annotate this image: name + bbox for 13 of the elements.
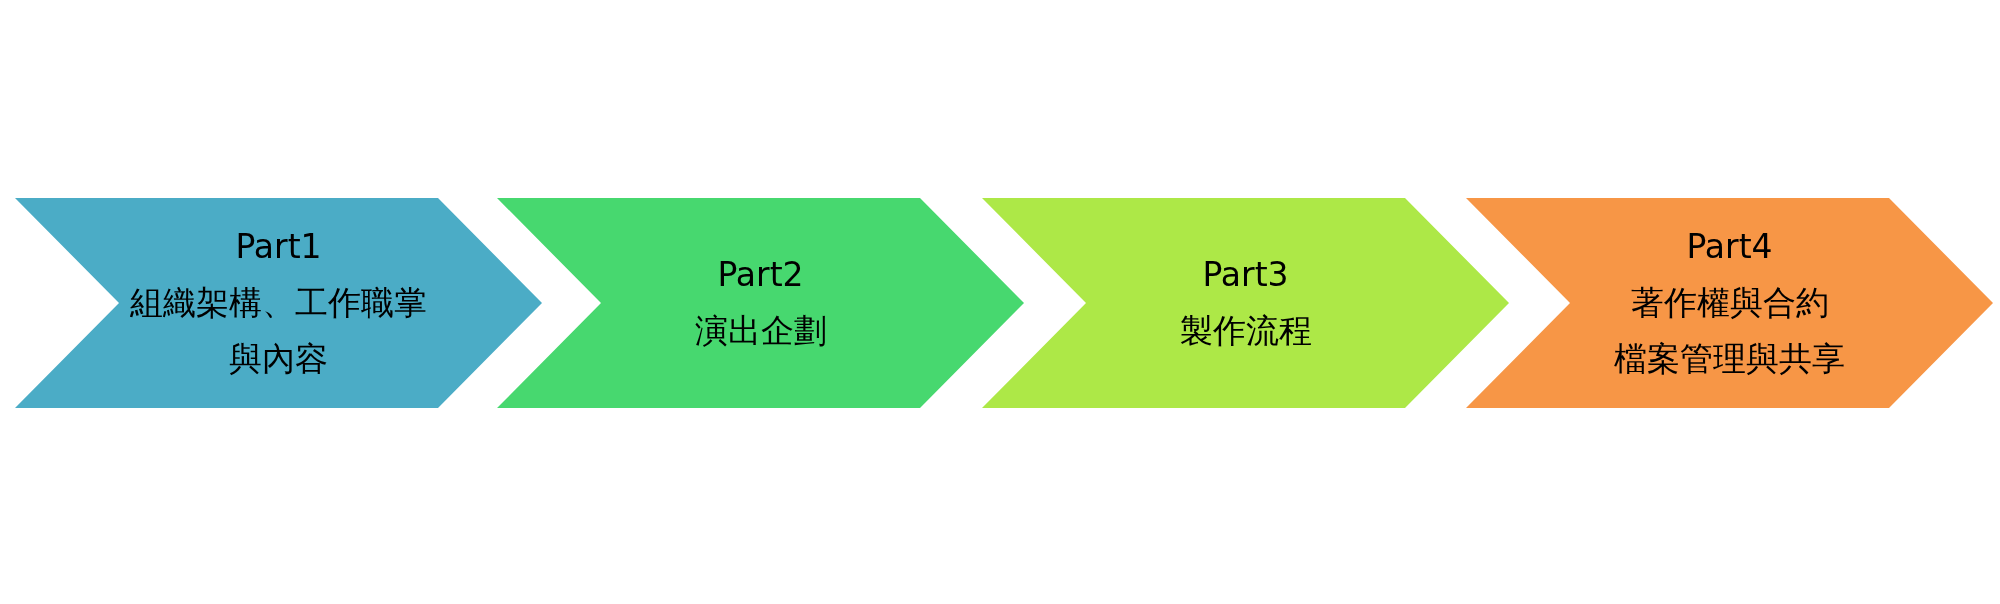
- step-text: 演出企劃: [693, 310, 828, 352]
- step-text: 著作權與合約: [1630, 282, 1829, 324]
- chevron-step: [982, 198, 1509, 408]
- step-heading: Part2: [717, 254, 804, 296]
- step-text: 製作流程: [1178, 310, 1313, 352]
- chevron-step: [1466, 198, 1993, 408]
- chevron-step: [497, 198, 1024, 408]
- step-heading: Part4: [1686, 226, 1773, 268]
- step-heading: Part3: [1202, 254, 1289, 296]
- chevron-step: [15, 198, 542, 408]
- step-heading: Part1: [235, 226, 322, 268]
- step-text: 檔案管理與共享: [1614, 338, 1845, 380]
- step-text: 組織架構、工作職掌與內容: [129, 282, 428, 380]
